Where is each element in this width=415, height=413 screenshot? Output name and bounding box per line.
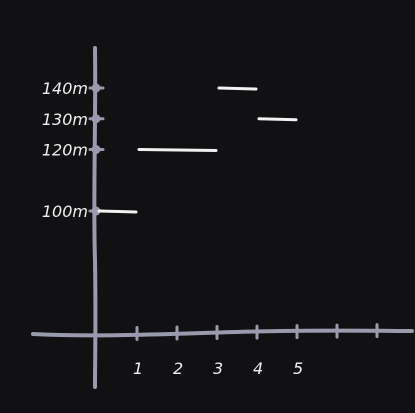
x-tick-label: 2 bbox=[173, 359, 183, 378]
x-ticks: 1 2 3 4 5 bbox=[133, 323, 379, 378]
step-segment bbox=[217, 86, 258, 91]
y-tick-label: 100m bbox=[42, 202, 88, 221]
step-segment bbox=[137, 148, 218, 152]
y-axis bbox=[92, 46, 98, 389]
step-segment bbox=[97, 209, 138, 214]
x-tick-label: 4 bbox=[253, 359, 263, 378]
x-tick-label: 5 bbox=[293, 359, 303, 378]
y-ticks: 100m 120m 130m 140m bbox=[42, 79, 105, 221]
series bbox=[97, 86, 298, 214]
y-tick-label: 120m bbox=[42, 141, 88, 160]
x-tick-label: 1 bbox=[133, 359, 143, 378]
x-tick-label: 3 bbox=[213, 359, 223, 378]
x-axis bbox=[31, 328, 414, 338]
axes bbox=[31, 46, 414, 389]
step-segment bbox=[257, 117, 298, 122]
y-tick-label: 130m bbox=[42, 110, 88, 129]
y-tick-label: 140m bbox=[42, 79, 88, 98]
